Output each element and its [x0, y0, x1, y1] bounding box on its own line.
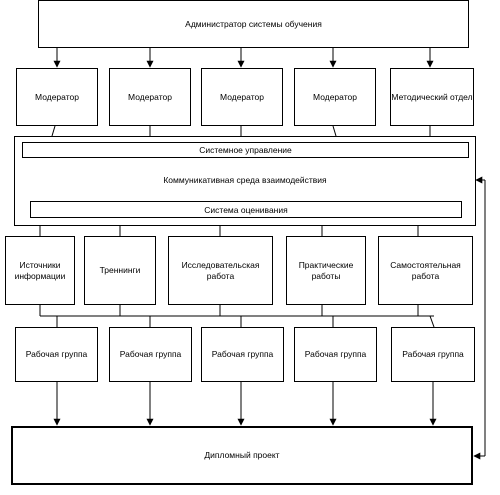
activity-box-3: Исследовательская работа — [168, 236, 273, 305]
assessment-system-bar: Система оценивания — [30, 201, 462, 218]
activity-label-1: Источники информации — [14, 259, 66, 281]
diploma-project-label: Дипломный проект — [204, 450, 280, 460]
line-bus-group-5 — [429, 315, 435, 328]
work-group-box-4: Рабочая группа — [294, 327, 377, 382]
activity-label-4: Практические работы — [298, 259, 354, 281]
activity-box-4: Практические работы — [286, 236, 366, 305]
activity-box-5: Самостоятельная работа — [378, 236, 473, 305]
line-moderator-env-1 — [51, 125, 56, 137]
moderator-box-3: Модератор — [201, 68, 283, 126]
moderator-label-4: Модератор — [313, 91, 357, 102]
activity-label-3: Исследовательская работа — [181, 259, 260, 281]
work-group-label-5: Рабочая группа — [402, 349, 464, 359]
line-moderator-env-4 — [332, 125, 337, 137]
activity-box-1: Источники информации — [5, 236, 75, 305]
moderator-label-1: Модератор — [35, 91, 79, 102]
environment-title-label: Коммуникативная среда взаимодействия — [163, 175, 327, 185]
admin-label: Администратор системы обучения — [185, 18, 322, 29]
system-management-bar: Системное управление — [22, 142, 469, 158]
work-group-box-1: Рабочая группа — [15, 327, 98, 382]
work-group-box-3: Рабочая группа — [201, 327, 284, 382]
system-management-label: Системное управление — [199, 145, 292, 155]
moderator-box-4: Модератор — [294, 68, 376, 126]
work-group-label-1: Рабочая группа — [25, 349, 88, 359]
work-group-box-2: Рабочая группа — [109, 327, 192, 382]
work-group-label-4: Рабочая группа — [304, 349, 367, 359]
work-group-label-2: Рабочая группа — [119, 349, 182, 359]
moderator-box-2: Модератор — [109, 68, 191, 126]
work-group-box-5: Рабочая группа — [391, 327, 475, 382]
activity-label-5: Самостоятельная работа — [390, 259, 461, 281]
method-dept-label: Методический отдел — [391, 91, 473, 102]
diploma-project-box: Дипломный проект — [11, 426, 473, 485]
activity-label-2: Треннинги — [99, 265, 141, 275]
admin-box: Администратор системы обучения — [38, 0, 469, 48]
environment-title: Коммуникативная среда взаимодействия — [14, 175, 476, 185]
moderator-label-2: Модератор — [128, 91, 172, 102]
work-group-label-3: Рабочая группа — [211, 349, 274, 359]
activity-box-2: Треннинги — [84, 236, 156, 305]
method-dept-box: Методический отдел — [390, 68, 474, 126]
moderator-label-3: Модератор — [220, 91, 264, 102]
moderator-box-1: Модератор — [16, 68, 98, 126]
assessment-system-label: Система оценивания — [204, 204, 288, 215]
